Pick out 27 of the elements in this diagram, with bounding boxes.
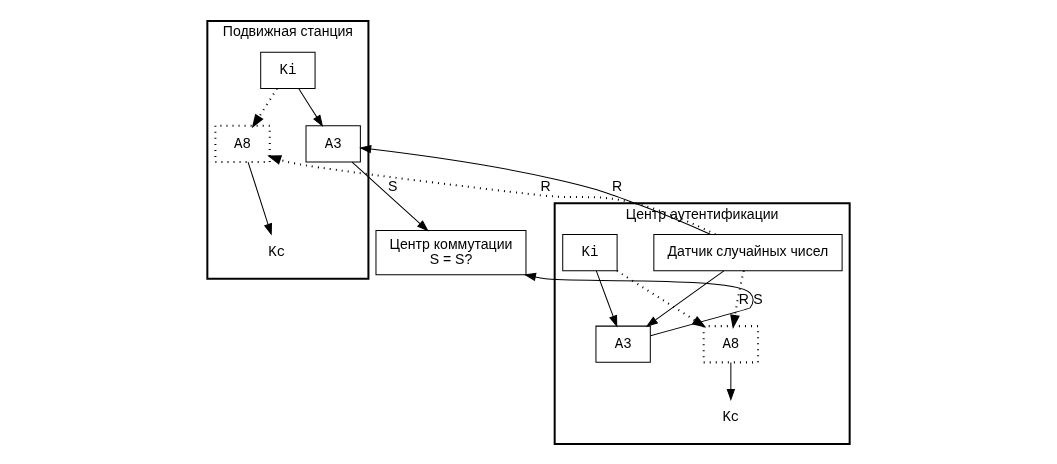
edge-label: R [612, 177, 623, 194]
node-text: Kc [722, 408, 740, 425]
node-box: Центр коммутации S = S? [375, 229, 527, 275]
node-box: A8 [214, 124, 271, 163]
arrow [267, 154, 716, 235]
arrow [730, 270, 745, 329]
arrow [595, 269, 618, 327]
node-box: Ki [260, 51, 316, 89]
edge-label: S [753, 290, 763, 307]
arrow [251, 87, 278, 128]
edge-label: R [738, 290, 750, 307]
edge-label: S [387, 177, 398, 194]
node-box: A3 [595, 325, 651, 363]
arrow [247, 161, 273, 236]
arrow [351, 161, 429, 231]
node-box: Датчик случайных чисел [653, 233, 843, 271]
arrow [645, 269, 725, 327]
arrow [359, 144, 712, 235]
node-text: Kc [268, 243, 286, 260]
node-box: A3 [305, 124, 361, 163]
arrow [726, 361, 736, 401]
node-box: A8 [702, 324, 760, 363]
arrow [616, 269, 707, 328]
arrow [298, 87, 324, 127]
edge-label: R [540, 177, 551, 194]
arrow [523, 272, 754, 336]
node-box: Ki [562, 233, 618, 271]
